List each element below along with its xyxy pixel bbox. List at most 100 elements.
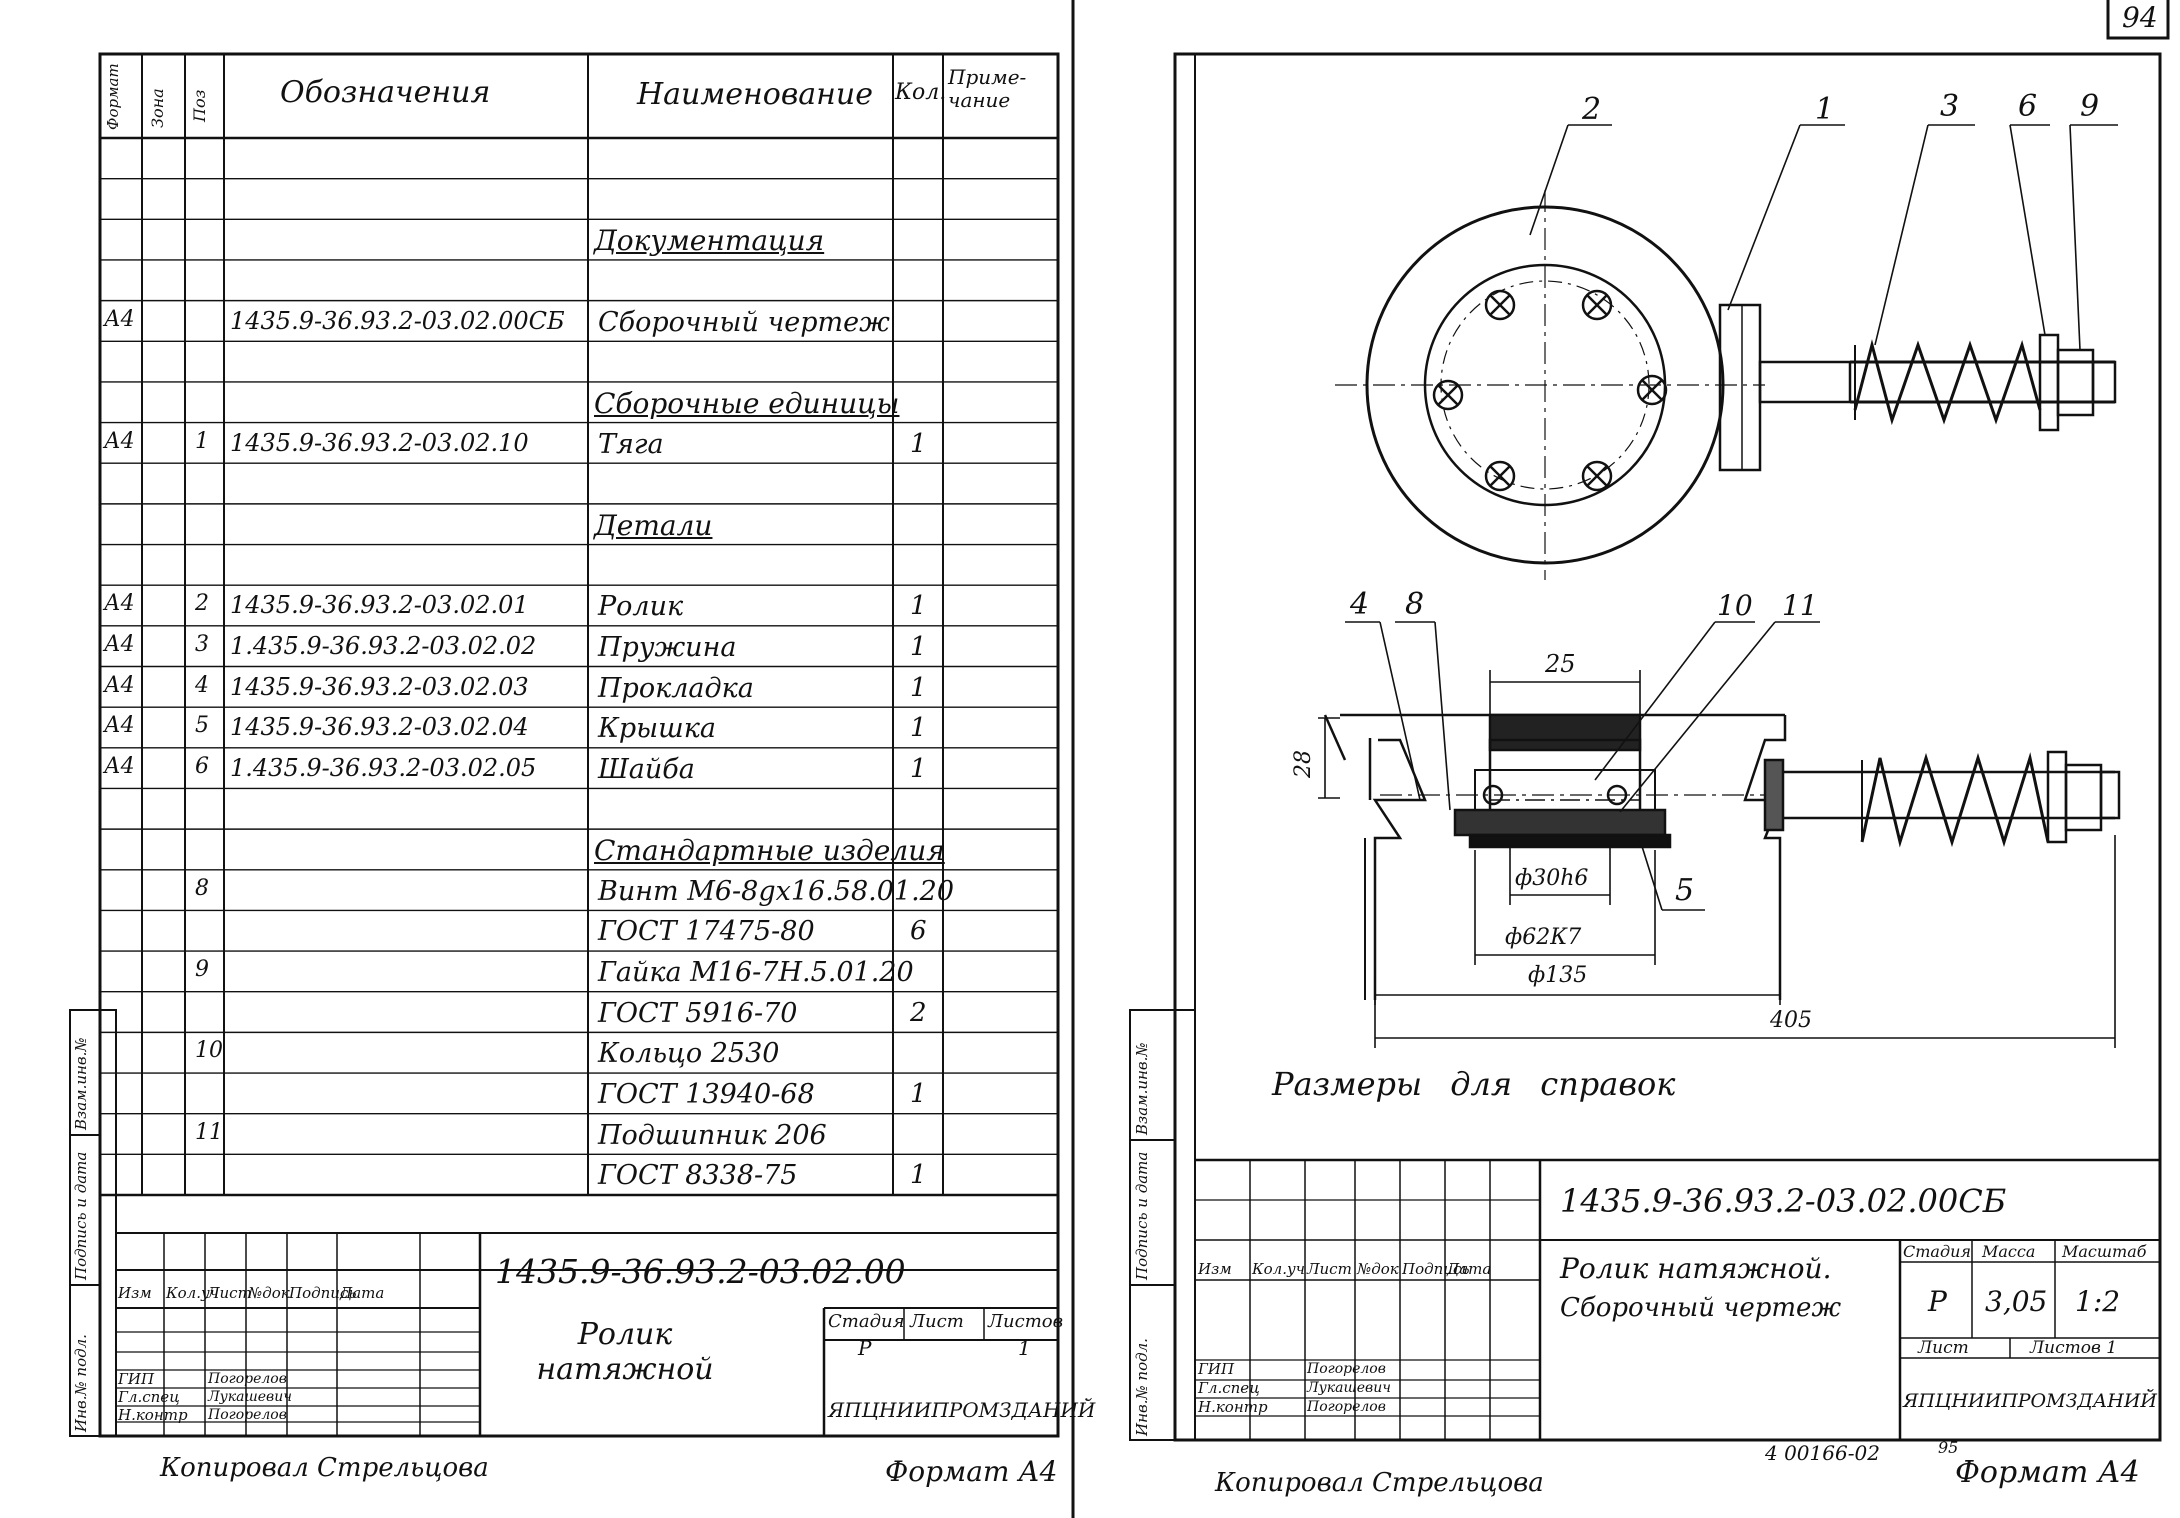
title-block-col-header: Изм xyxy=(1198,1260,1232,1278)
row-position: 10 xyxy=(195,1038,223,1064)
leader-lines xyxy=(1345,124,2118,911)
row-quantity: 1 xyxy=(910,631,927,662)
right-doc-number: 1435.9-36.93.2-03.02.00СБ xyxy=(1560,1182,2007,1220)
right-mass-value: 3,05 xyxy=(1985,1285,2048,1318)
left-sheet-label: Лист xyxy=(910,1311,964,1332)
row-name: Гайка М16-7Н.5.01.20 xyxy=(598,957,914,989)
right-mass-label: Масса xyxy=(1982,1242,2036,1261)
dim-135: ф135 xyxy=(1528,963,1588,988)
callout-4: 4 xyxy=(1350,587,1370,622)
right-scale-value: 1:2 xyxy=(2075,1285,2121,1318)
right-sheet-label: Лист xyxy=(1918,1338,1969,1358)
right-scale-label: Масштаб xyxy=(2062,1242,2147,1261)
row-quantity: 1 xyxy=(910,713,927,744)
row-name: Сборочный чертеж xyxy=(598,306,890,338)
title-block-role: Гл.спец xyxy=(118,1388,180,1406)
left-org: ЯПЦНИИПРОМЗДАНИЙ xyxy=(828,1398,1096,1422)
right-side-label-replace: Взам.инв.№ xyxy=(1133,1042,1151,1135)
row-position: 4 xyxy=(195,672,209,698)
roller-section-view xyxy=(1323,713,2121,1000)
left-title: Ролик натяжной xyxy=(536,1317,714,1387)
row-name: Крышка xyxy=(598,713,716,745)
title-block-col-header: Дата xyxy=(1447,1260,1492,1278)
row-quantity: 1 xyxy=(910,753,927,784)
right-format: Формат А4 xyxy=(1955,1455,2140,1490)
callout-5: 5 xyxy=(1675,873,1695,908)
row-name: Ролик xyxy=(598,591,684,623)
row-name: Винт М6-8gх16.58.01.20 xyxy=(598,875,955,907)
row-quantity: 1 xyxy=(910,672,927,703)
col-header-designation: Обозначения xyxy=(280,75,491,110)
row-name: ГОСТ 17475-80 xyxy=(598,916,815,948)
title-block-col-header: Изм xyxy=(118,1284,152,1302)
dim-25: 25 xyxy=(1545,650,1576,678)
left-sheets-label: Листов xyxy=(988,1311,1064,1332)
title-block-col-header: Лист xyxy=(1307,1260,1352,1278)
right-stage-label: Стадия xyxy=(1903,1242,1971,1261)
right-stage-value: Р xyxy=(1928,1285,1947,1318)
row-name: Подшипник 206 xyxy=(598,1119,827,1151)
callout-11: 11 xyxy=(1782,589,1818,622)
dim-28: 28 xyxy=(1291,750,1316,778)
row-designation: 1.435.9-36.93.2-03.02.05 xyxy=(230,753,537,782)
left-format: Формат А4 xyxy=(885,1455,1058,1488)
row-position: 5 xyxy=(195,713,209,739)
callout-8: 8 xyxy=(1405,587,1425,622)
row-format: А4 xyxy=(104,753,135,779)
row-designation: 1435.9-36.93.2-03.02.00СБ xyxy=(230,306,565,335)
row-section-heading: Сборочные единицы xyxy=(594,386,900,420)
col-header-qty: Кол. xyxy=(895,80,947,105)
title-block-name: Погорелов xyxy=(208,1407,287,1423)
row-designation: 1435.9-36.93.2-03.02.03 xyxy=(230,672,529,701)
side-label-replace: Взам.инв.№ xyxy=(72,1037,90,1130)
callout-1: 1 xyxy=(1815,92,1835,127)
row-name: ГОСТ 13940-68 xyxy=(598,1079,815,1111)
title-block-col-header: №док xyxy=(248,1284,290,1302)
row-name: ГОСТ 5916-70 xyxy=(598,997,798,1029)
left-stage-value: Р xyxy=(858,1336,872,1360)
reference-note: Размеры для справок xyxy=(1272,1065,1676,1103)
page-number: 94 xyxy=(2122,1,2158,34)
col-header-note: Приме-чание xyxy=(948,65,1027,112)
roller-top-view xyxy=(1335,190,2117,580)
row-position: 11 xyxy=(195,1119,223,1145)
row-section-heading: Детали xyxy=(594,508,713,542)
row-designation: 1435.9-36.93.2-03.02.01 xyxy=(230,591,529,620)
callout-2: 2 xyxy=(1582,92,1602,127)
title-block-col-header: Лист xyxy=(207,1284,252,1302)
row-format: А4 xyxy=(104,672,135,698)
left-copied-by: Копировал Стрельцова xyxy=(160,1453,489,1483)
archive-sheet: 95 xyxy=(1938,1438,1959,1457)
row-quantity: 2 xyxy=(910,997,927,1028)
row-position: 2 xyxy=(195,591,209,617)
row-position: 8 xyxy=(195,875,209,901)
left-stage-label: Стадия xyxy=(828,1311,905,1332)
title-block-name: Погорелов xyxy=(1307,1399,1386,1415)
title-block-role: Н.контр xyxy=(1198,1398,1268,1416)
row-format: А4 xyxy=(104,428,135,454)
row-name: Прокладка xyxy=(598,672,754,704)
dimension-lines xyxy=(1318,670,2116,1048)
right-title-line2: Сборочный чертеж xyxy=(1560,1293,1841,1323)
title-block-role: Н.контр xyxy=(118,1406,188,1424)
row-position: 3 xyxy=(195,631,209,657)
row-format: А4 xyxy=(104,591,135,617)
row-section-heading: Документация xyxy=(594,224,825,258)
row-name: Пружина xyxy=(598,631,737,663)
row-designation: 1.435.9-36.93.2-03.02.02 xyxy=(230,631,537,660)
right-side-label-signature: Подпись и дата xyxy=(1133,1151,1151,1280)
row-quantity: 6 xyxy=(910,916,927,947)
left-sheets-value: 1 xyxy=(1018,1336,1031,1360)
dim-62: ф62К7 xyxy=(1505,925,1582,950)
row-quantity: 1 xyxy=(910,428,927,459)
title-block-name: Погорелов xyxy=(1307,1361,1386,1377)
title-block-col-header: Подпись xyxy=(1402,1260,1470,1278)
right-org: ЯПЦНИИПРОМЗДАНИЙ xyxy=(1903,1390,2157,1412)
row-format: А4 xyxy=(104,306,135,332)
col-header-name: Наименование xyxy=(637,77,874,112)
title-block-name: Лукашевич xyxy=(1307,1380,1391,1396)
right-title-line1: Ролик натяжной. xyxy=(1560,1252,1832,1285)
row-designation: 1435.9-36.93.2-03.02.04 xyxy=(230,713,529,742)
row-quantity: 1 xyxy=(910,591,927,622)
